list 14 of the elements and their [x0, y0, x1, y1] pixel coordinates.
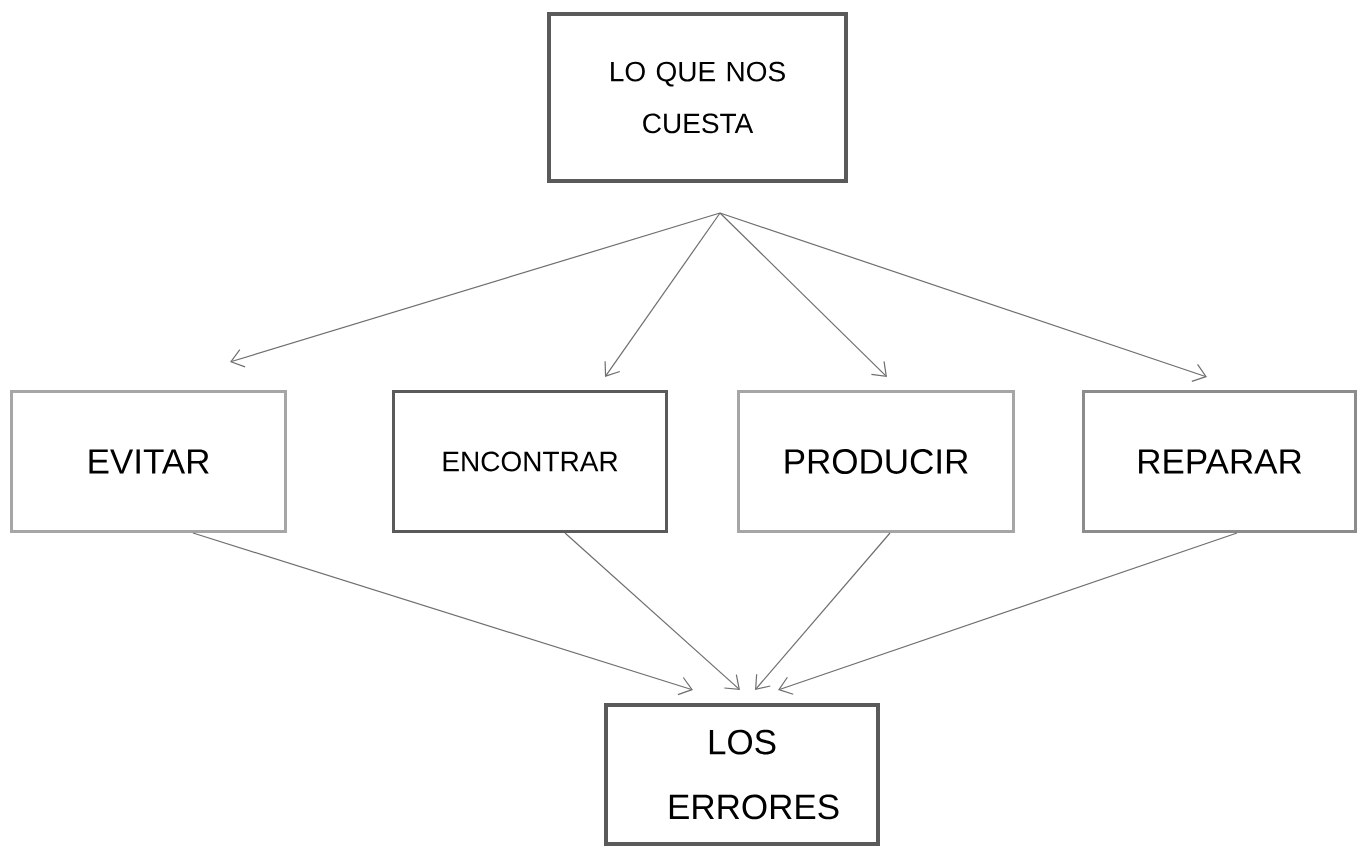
process-box: REPARAR — [1082, 390, 1357, 533]
arrow — [719, 212, 1207, 382]
arrow — [192, 532, 693, 696]
arrow — [230, 212, 721, 368]
process-box: EVITAR — [10, 390, 287, 533]
process-box: LO QUE NOS CUESTA — [547, 12, 848, 183]
process-box: PRODUCIR — [737, 390, 1015, 533]
arrow — [719, 212, 887, 377]
process-box: LOS ERRORES — [604, 703, 880, 846]
arrow — [778, 532, 1238, 695]
arrow — [604, 212, 721, 377]
arrow — [755, 532, 891, 690]
process-box: ENCONTRAR — [392, 390, 668, 533]
arrow — [564, 532, 740, 690]
